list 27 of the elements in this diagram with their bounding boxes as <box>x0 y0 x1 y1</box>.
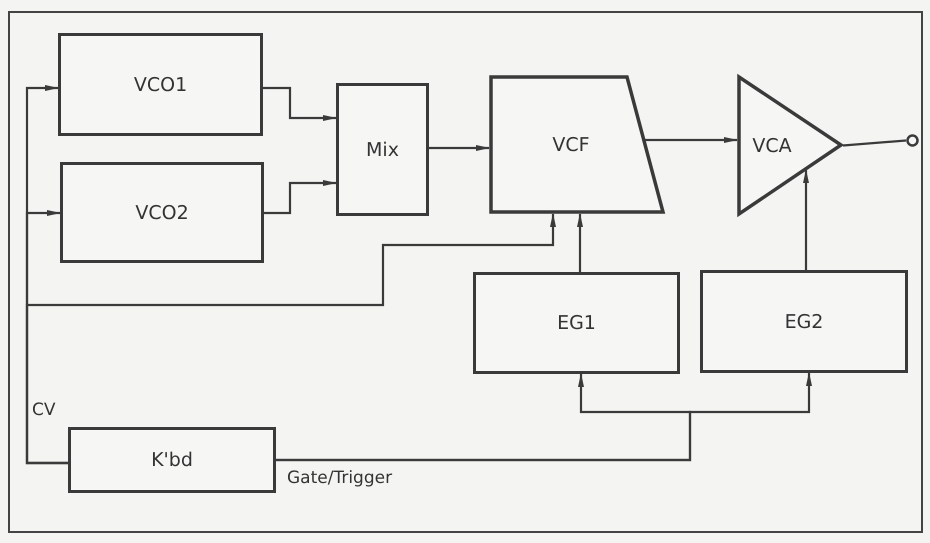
block-label: VCO2 <box>135 202 189 224</box>
signal-arrow <box>803 169 809 270</box>
connector-line <box>842 139 906 147</box>
edge-label: Gate/Trigger <box>285 468 394 488</box>
block-label: Mix <box>366 138 399 160</box>
block-label: EG1 <box>557 312 596 334</box>
block-label: K'bd <box>151 449 193 471</box>
signal-arrow <box>644 137 738 143</box>
oscillator-block <box>60 162 264 263</box>
block-label: VCO1 <box>134 74 188 96</box>
amplifier-triangle <box>737 75 843 216</box>
signal-arrow <box>263 86 337 121</box>
signal-arrow <box>264 180 337 214</box>
signal-arrow <box>577 213 583 272</box>
signal-arrow <box>26 213 556 464</box>
signal-arrow <box>429 145 490 151</box>
filter-block <box>489 75 665 214</box>
block-label: VCA <box>752 134 792 156</box>
oscillator-block <box>58 33 263 136</box>
envelope-block <box>473 272 680 374</box>
envelope-block <box>700 270 908 373</box>
output-terminal <box>906 134 919 147</box>
block-label: VCF <box>552 134 590 156</box>
block-label: EG2 <box>784 310 824 332</box>
mixer-block <box>336 83 429 216</box>
signal-arrow <box>276 372 812 462</box>
keyboard-block <box>68 427 276 493</box>
